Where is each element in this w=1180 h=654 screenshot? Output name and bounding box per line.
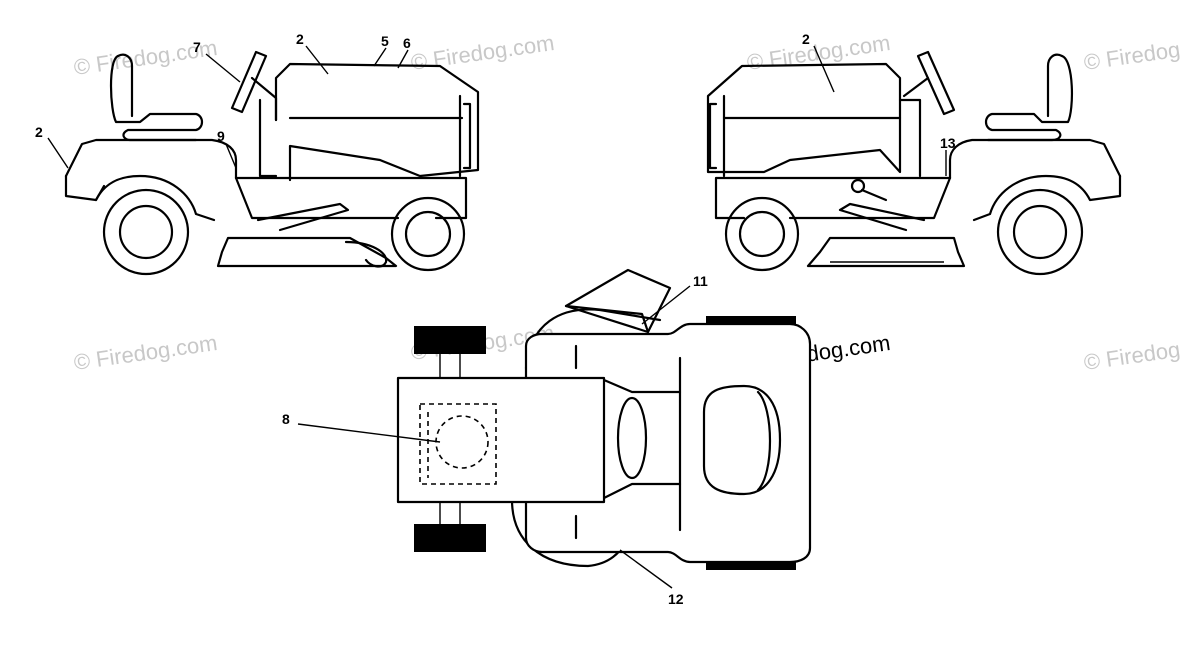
front-wheel <box>724 196 800 272</box>
watermark: © Firedog.com <box>409 30 556 75</box>
hood <box>274 62 480 182</box>
steering-column <box>250 76 278 122</box>
tractor-top-view <box>396 268 812 570</box>
axle-bottom <box>439 500 461 524</box>
seat-back <box>116 53 134 118</box>
rear-wheel <box>996 188 1084 276</box>
frame <box>234 176 468 220</box>
watermark: © Firedog.com <box>1082 330 1180 375</box>
callout-11: 11 <box>693 273 708 289</box>
leader-line <box>813 45 835 93</box>
dash-panel <box>898 98 922 178</box>
rear-hub <box>118 204 174 260</box>
fender-inner <box>94 184 106 202</box>
discharge-chute <box>564 268 672 334</box>
callout-12: 12 <box>668 591 684 607</box>
tractor-side-view-right <box>706 50 1122 276</box>
callout-9: 9 <box>217 128 225 144</box>
front-wheel <box>390 196 466 272</box>
leader-line <box>397 49 409 69</box>
rear-wheel <box>102 188 190 276</box>
leader-line <box>619 549 673 589</box>
watermark: © Firedog.com <box>745 30 892 75</box>
wheel-top-left <box>414 326 486 354</box>
callout-5: 5 <box>381 33 389 49</box>
leader-line <box>373 47 387 67</box>
callout-2-right-hood: 2 <box>802 31 810 47</box>
rear-fender <box>948 138 1122 180</box>
steering-wheel <box>916 50 956 116</box>
callout-13: 13 <box>940 135 956 151</box>
deck-outline-dashed <box>419 403 497 485</box>
callout-8: 8 <box>282 411 290 427</box>
grille <box>708 102 718 170</box>
rear-fender <box>64 138 238 180</box>
leader-line <box>305 45 329 75</box>
rear-body <box>972 174 1122 222</box>
hood-grille <box>702 384 782 496</box>
front-hub <box>738 210 786 258</box>
rear-body <box>64 174 216 222</box>
rear-hub <box>1012 204 1068 260</box>
leader-line <box>641 285 691 325</box>
mower-deck-outline-lower <box>510 498 628 568</box>
callout-2-left-front: 2 <box>35 124 43 140</box>
leader-line <box>225 143 237 169</box>
steering-wheel <box>230 50 268 114</box>
steering-column <box>902 76 930 98</box>
steering-bridge <box>602 378 682 500</box>
mower-deck <box>216 236 398 268</box>
footrest <box>838 202 926 232</box>
callout-2-left-hood: 2 <box>296 31 304 47</box>
leader-line <box>297 423 441 443</box>
seat-plate <box>396 376 606 504</box>
watermark: © Firedog.com <box>1082 30 1180 75</box>
steering-oval <box>616 396 648 480</box>
front-wheel-top <box>706 316 796 326</box>
front-hub <box>404 210 452 258</box>
frame-lower <box>234 176 400 220</box>
leader-line <box>205 53 241 83</box>
frame <box>714 176 952 220</box>
callout-6: 6 <box>403 35 411 51</box>
front-wheel-bottom <box>706 560 796 570</box>
dash-panel <box>258 98 278 178</box>
seat <box>984 54 1074 142</box>
watermark: © Firedog.com <box>72 330 219 375</box>
brake-lever-knob <box>850 178 866 194</box>
hood <box>706 62 902 174</box>
seat-back <box>1046 53 1064 118</box>
brake-lever <box>860 188 888 202</box>
leader-line <box>47 137 69 169</box>
seat <box>109 54 204 142</box>
callout-7: 7 <box>193 39 201 55</box>
axle-top <box>439 354 461 378</box>
callouts: 2 7 2 5 6 9 2 13 11 8 12 <box>35 31 956 607</box>
discharge-chute <box>344 240 388 268</box>
grille <box>462 102 472 170</box>
wheel-bottom-left <box>414 524 486 552</box>
frame-lower <box>788 176 952 220</box>
footrest <box>256 202 350 232</box>
grille-inner <box>756 390 772 492</box>
tractor-side-view-left <box>64 50 480 276</box>
mower-deck <box>806 236 966 268</box>
